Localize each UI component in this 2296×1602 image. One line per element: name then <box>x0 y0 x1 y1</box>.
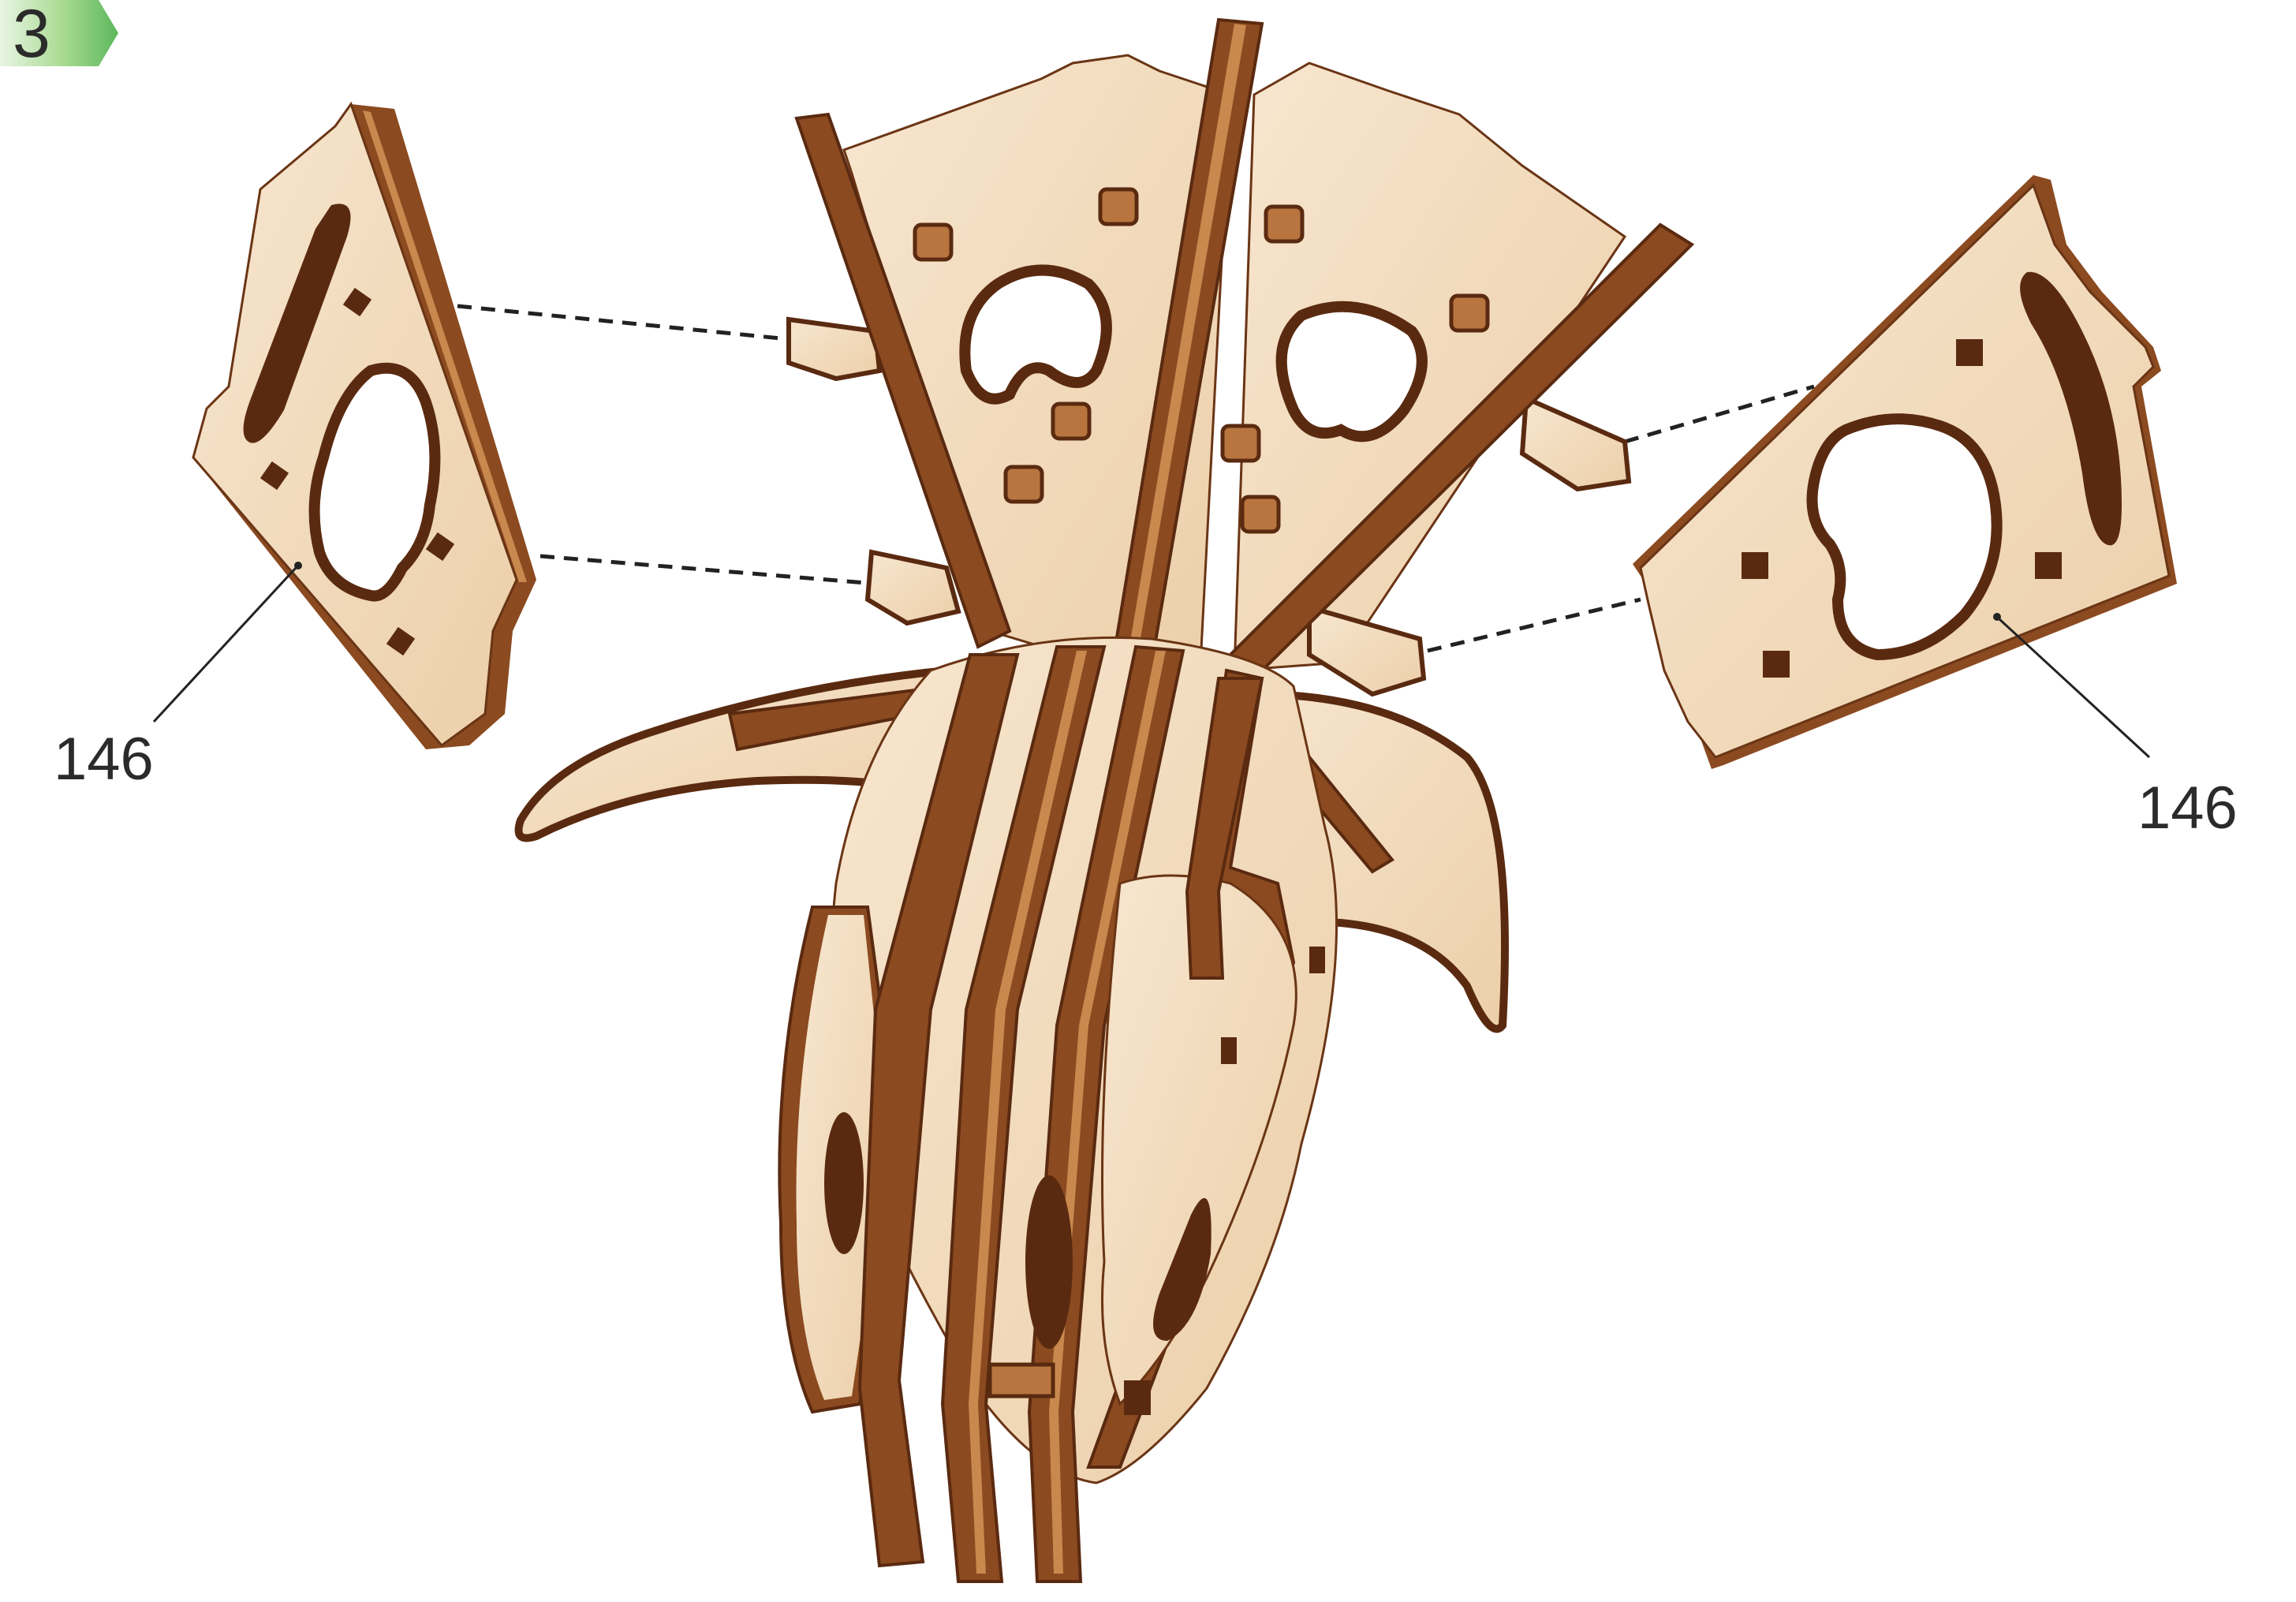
left-peg-lower <box>868 552 958 623</box>
right-peg-upper <box>1522 398 1629 489</box>
frill-tab <box>1006 467 1042 502</box>
frill-tab <box>1100 189 1137 224</box>
snout-right-hole <box>1025 1175 1073 1349</box>
guide-line <box>1428 599 1641 651</box>
frill-tab <box>1266 207 1302 241</box>
left-peg-upper <box>789 319 879 379</box>
snout-bottom-tab <box>990 1365 1053 1396</box>
snout-square-hole <box>1221 1037 1237 1064</box>
step-badge: 3 <box>0 0 118 72</box>
leader-dot-left <box>294 562 302 569</box>
frill-tab <box>915 225 951 260</box>
snout-square-hole <box>1124 1380 1151 1415</box>
step-number: 3 <box>13 0 50 72</box>
frill-tab <box>1451 296 1488 330</box>
snout-left-hole <box>824 1112 864 1254</box>
frill-right-hole <box>1282 307 1422 437</box>
right-panel-square-hole <box>2035 552 2062 579</box>
guide-line <box>457 306 789 339</box>
guide-line <box>540 556 875 584</box>
snout-square-hole <box>1309 947 1325 973</box>
leader-dot-right <box>1993 613 2001 621</box>
right-panel-square-hole <box>1742 552 1768 579</box>
right-panel-square-hole <box>1763 651 1790 678</box>
part-label-left: 146 <box>54 726 154 793</box>
frill-tab <box>1053 404 1089 439</box>
right-panel-146 <box>1633 175 2177 769</box>
left-panel-146 <box>193 104 536 749</box>
leader-line-right <box>1999 619 2149 757</box>
frill-tab <box>1223 426 1259 461</box>
part-label-right: 146 <box>2137 775 2238 842</box>
central-assembly <box>519 20 1693 1581</box>
right-panel-square-hole <box>1956 339 1983 366</box>
leader-line-left <box>154 568 296 722</box>
frill-tab <box>1242 497 1279 532</box>
